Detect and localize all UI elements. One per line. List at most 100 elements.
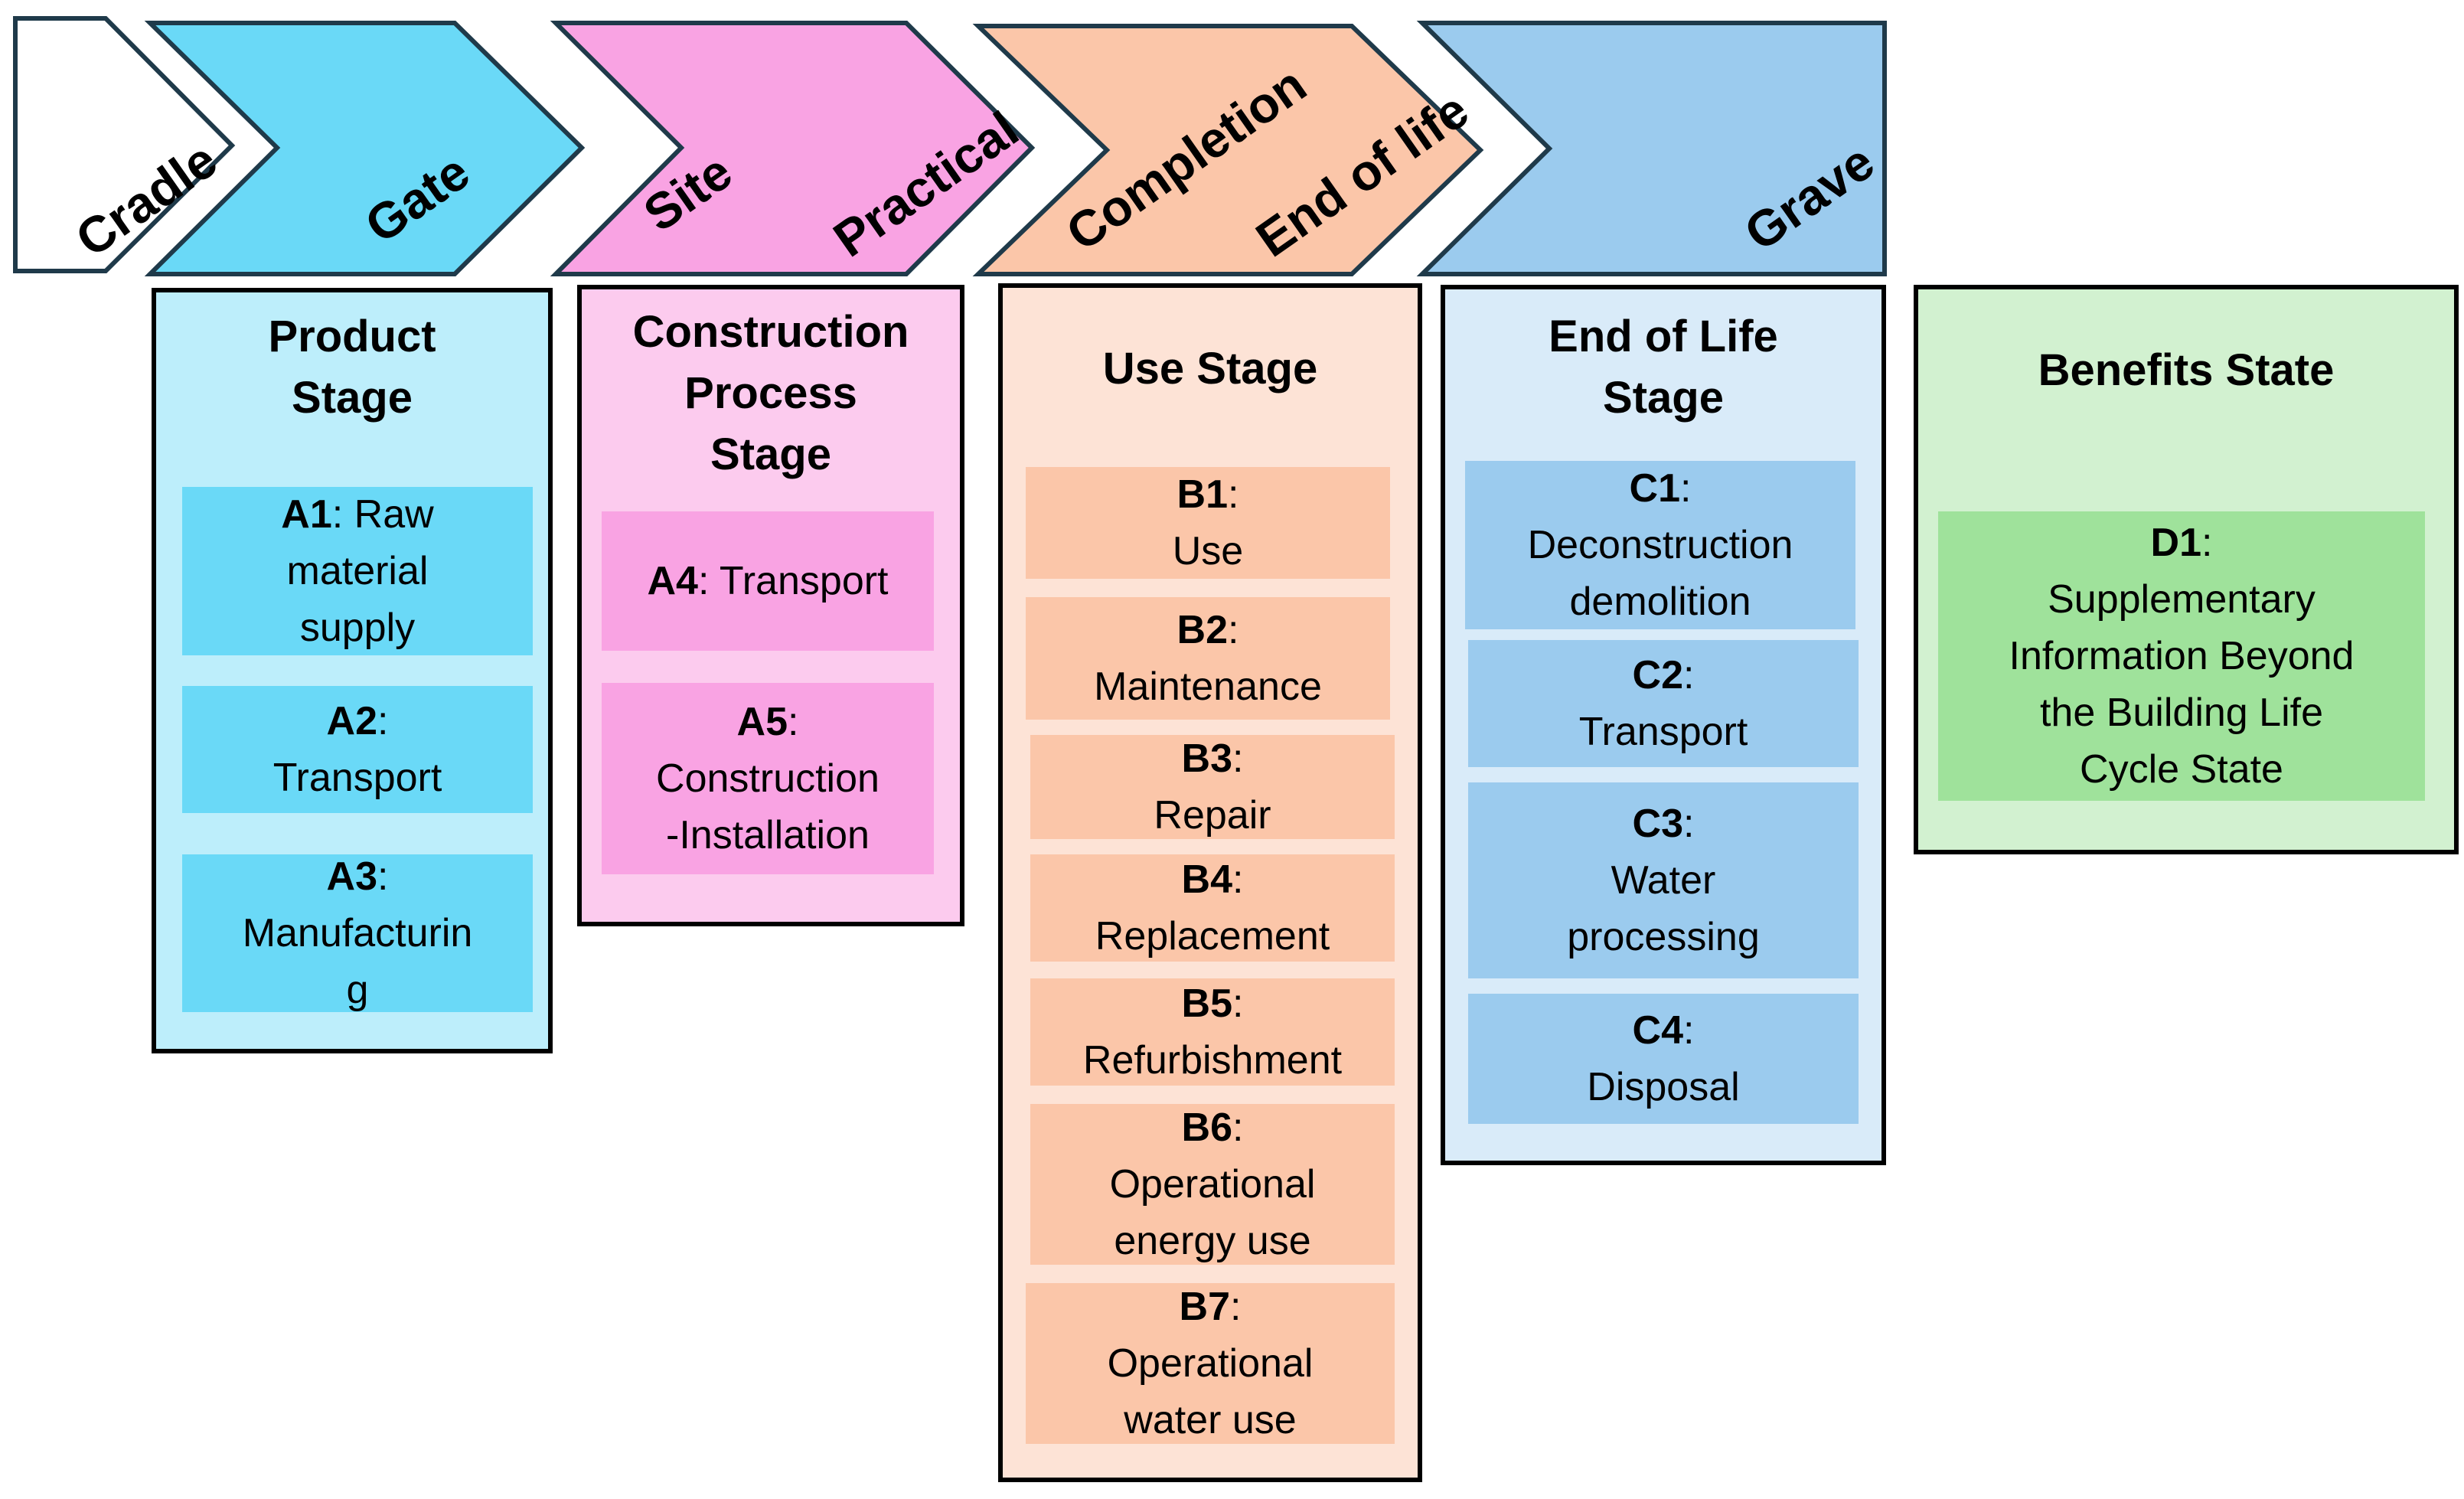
module-c3-line-3: processing	[1567, 915, 1760, 959]
module-a5: A5: Construction -Installation	[602, 683, 934, 874]
module-a4: A4: Transport	[602, 511, 934, 651]
module-a2-code: A2	[326, 699, 378, 743]
product-stage-title-line-2: Stage	[292, 373, 413, 423]
module-a2-text-1: :	[377, 699, 389, 743]
module-c2: C2: Transport	[1468, 640, 1859, 767]
module-a3-line-2: Manufacturin	[242, 911, 473, 955]
module-b4-line-2: Replacement	[1095, 914, 1330, 959]
module-b7-line-2: Operational	[1107, 1341, 1314, 1386]
module-b7-code: B7	[1179, 1285, 1231, 1329]
product-stage-panel: Product Stage A1: Raw material supply A2…	[152, 288, 553, 1053]
module-a1: A1: Raw material supply	[182, 487, 533, 655]
module-b6-line-2: Operational	[1109, 1162, 1316, 1207]
module-d1-code: D1	[2150, 521, 2202, 565]
module-b4-code: B4	[1181, 857, 1233, 902]
module-b7-line-3: water use	[1124, 1398, 1297, 1442]
module-c1-line-3: demolition	[1569, 580, 1751, 624]
module-b4-line-1: B4:	[1182, 851, 1244, 908]
module-a5-line-1: A5:	[737, 694, 799, 750]
module-c1-line-2: Deconstruction	[1527, 523, 1793, 567]
end-of-life-stage-title-line-1: End of Life	[1549, 312, 1778, 361]
module-c1: C1: Deconstruction demolition	[1465, 461, 1855, 629]
module-c1-code: C1	[1629, 466, 1681, 511]
module-b2-text-1: :	[1228, 608, 1239, 652]
chevron-product	[144, 21, 586, 276]
module-b5-line-1: B5:	[1182, 975, 1244, 1032]
module-d1: D1: Supplementary Information Beyond the…	[1938, 511, 2425, 801]
module-c3-line-1: C3:	[1633, 795, 1695, 852]
use-stage-title-line-1: Use Stage	[1102, 344, 1318, 394]
module-b2: B2: Maintenance	[1026, 597, 1390, 720]
module-d1-line-5: Cycle State	[2080, 747, 2283, 792]
chevron-end-of-life	[1416, 21, 1887, 276]
module-b6-code: B6	[1181, 1105, 1233, 1150]
module-b4-text-1: :	[1232, 857, 1244, 902]
module-a1-text-1: : Raw	[331, 492, 434, 537]
module-b3-line-1: B3:	[1182, 730, 1244, 787]
module-d1-text-1: :	[2201, 521, 2213, 565]
product-stage-title: Product Stage	[156, 306, 548, 429]
module-a5-code: A5	[736, 700, 788, 744]
construction-stage-panel: Construction Process Stage A4: Transport…	[577, 285, 964, 926]
module-b5: B5: Refurbishment	[1030, 978, 1395, 1086]
module-a1-line-3: supply	[299, 606, 416, 650]
module-a5-line-3: -Installation	[666, 813, 870, 857]
module-b2-line-1: B2:	[1177, 602, 1239, 658]
module-c3-text-1: :	[1683, 802, 1695, 846]
module-a5-line-2: Construction	[656, 756, 880, 801]
module-a3-text-1: :	[377, 854, 389, 899]
module-b4: B4: Replacement	[1030, 854, 1395, 962]
module-c1-line-1: C1:	[1630, 460, 1692, 517]
end-of-life-stage-title-line-2: Stage	[1603, 373, 1724, 423]
module-c2-line-2: Transport	[1578, 710, 1748, 754]
module-a1-code: A1	[281, 492, 332, 537]
module-b2-line-2: Maintenance	[1094, 665, 1322, 709]
chevron-construction	[550, 21, 1036, 276]
module-b5-text-1: :	[1232, 981, 1244, 1026]
module-c3: C3: Water processing	[1468, 782, 1859, 978]
end-of-life-stage-title: End of Life Stage	[1445, 306, 1881, 429]
module-a1-line-2: material	[286, 549, 429, 593]
module-b5-code: B5	[1181, 981, 1233, 1026]
module-c4-code: C4	[1632, 1008, 1684, 1053]
module-b2-code: B2	[1177, 608, 1229, 652]
module-c3-line-2: Water	[1611, 858, 1716, 903]
module-c2-code: C2	[1632, 653, 1684, 697]
module-c2-text-1: :	[1683, 653, 1695, 697]
module-b7: B7: Operational water use	[1026, 1283, 1395, 1444]
use-stage-panel: Use Stage B1: Use B2: Maintenance B3: Re…	[998, 283, 1422, 1482]
module-a5-text-1: :	[788, 700, 799, 744]
module-b1: B1: Use	[1026, 467, 1390, 579]
benefits-state-title-line-1: Benefits State	[2038, 345, 2335, 395]
module-c2-line-1: C2:	[1633, 647, 1695, 704]
benefits-state-panel: Benefits State D1: Supplementary Informa…	[1914, 285, 2459, 854]
module-a2-line-2: Transport	[273, 756, 442, 800]
module-b6: B6: Operational energy use	[1030, 1104, 1395, 1265]
module-b1-line-1: B1:	[1177, 466, 1239, 523]
lifecycle-chevron-bar: Cradle Gate Site Practical Completion En…	[13, 16, 1887, 276]
module-a4-code: A4	[647, 559, 698, 603]
module-d1-line-3: Information Beyond	[2009, 634, 2355, 678]
module-b6-line-1: B6:	[1182, 1099, 1244, 1156]
module-a4-text-1: : Transport	[697, 559, 889, 603]
module-b1-line-2: Use	[1172, 529, 1244, 573]
module-c4: C4: Disposal	[1468, 994, 1859, 1124]
module-a3-line-1: A3:	[327, 848, 389, 905]
module-b1-text-1: :	[1228, 472, 1239, 517]
module-d1-line-1: D1:	[2151, 514, 2213, 571]
module-b1-code: B1	[1177, 472, 1229, 517]
module-a2-line-1: A2:	[327, 693, 389, 750]
use-stage-title: Use Stage	[1003, 338, 1418, 400]
construction-stage-title-line-2: Process	[684, 368, 857, 418]
module-b6-text-1: :	[1232, 1105, 1244, 1150]
construction-stage-title-line-1: Construction	[632, 307, 909, 357]
module-c4-line-2: Disposal	[1587, 1065, 1740, 1109]
module-b6-line-3: energy use	[1114, 1219, 1311, 1263]
chevron-use	[972, 24, 1484, 276]
module-d1-line-2: Supplementary	[2048, 577, 2316, 622]
construction-stage-title: Construction Process Stage	[582, 302, 960, 485]
module-b3-code: B3	[1181, 736, 1233, 781]
module-a3: A3: Manufacturin g	[182, 854, 533, 1012]
benefits-state-title: Benefits State	[1918, 340, 2454, 401]
module-a3-code: A3	[326, 854, 378, 899]
